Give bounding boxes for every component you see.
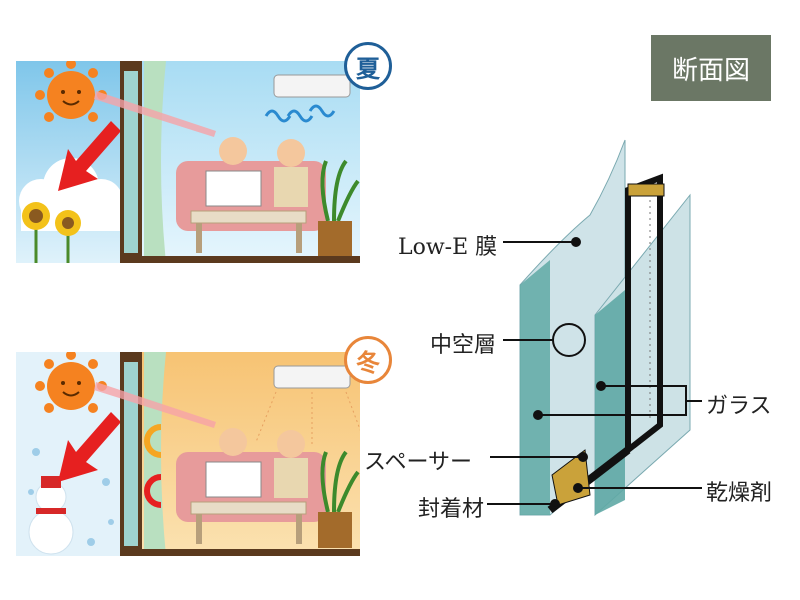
snowflake-icon [28,448,114,546]
reflected-cold-arrow [58,412,121,482]
snowman-icon [28,476,74,555]
spacer-label: スペーサー [364,450,473,475]
sealant-label: 封着材 [418,497,485,522]
section-view-tag: 断面図 [651,35,771,101]
reflected-heat-arrow [58,121,121,191]
hollow-layer-label: 中空層 [430,333,497,358]
elderly-couple [205,137,308,207]
heat-retention-arrows [144,424,162,508]
summer-illustration [16,61,360,263]
air-conditioner-icon [264,74,351,123]
window-glass [124,362,138,546]
spacer-frame [547,173,665,514]
summer-badge: 夏 [344,42,392,90]
elderly-couple [205,428,308,498]
desiccant-label: 乾燥剤 [706,481,773,506]
hollow-layer-marker [552,323,586,357]
sunflower-icon [22,202,81,263]
table [190,210,307,224]
sunlight-ray [94,382,216,428]
desiccant-bottom [551,449,591,506]
window-glass [124,71,138,253]
low-e-label: Low-E 膜 [398,235,498,260]
inner-glass-pane [594,193,691,517]
table [190,501,307,515]
plant-icon [318,159,360,257]
desiccant-top [627,183,665,197]
glass-label: ガラス [706,394,772,419]
air-conditioner-icon [255,365,360,447]
outer-glass-pane [519,139,626,516]
sunlight-ray [94,91,216,137]
winter-badge: 冬 [344,336,392,384]
plant-icon [318,450,360,548]
winter-illustration [16,352,360,556]
